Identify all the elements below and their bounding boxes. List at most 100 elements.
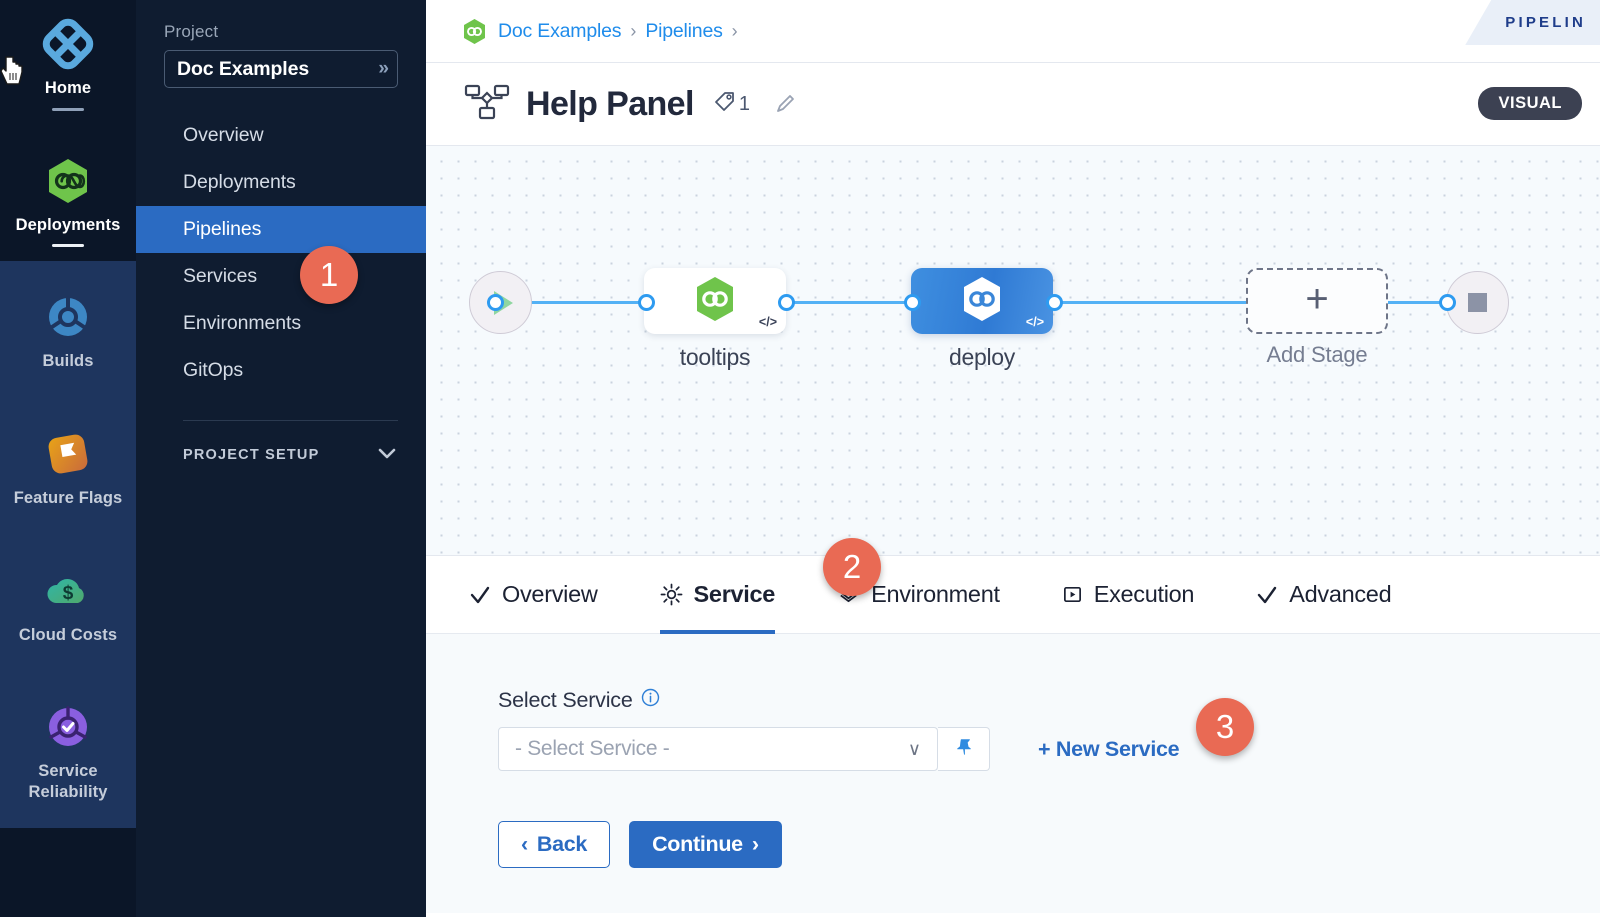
info-icon[interactable] xyxy=(641,688,660,713)
deployments-module-icon xyxy=(42,155,94,207)
rail-item-label: Home xyxy=(44,79,92,97)
breadcrumb-separator-trailing: › xyxy=(731,20,738,41)
tag-count: 1 xyxy=(738,92,750,115)
pipeline-canvas[interactable]: </> tooltips </> deploy + xyxy=(426,146,1600,556)
port-tooltips-in[interactable] xyxy=(638,294,655,311)
form-actions: ‹ Back Continue › xyxy=(498,821,1600,868)
rail-item-home[interactable]: Home xyxy=(0,0,136,125)
rail-item-label: Service Reliability xyxy=(28,762,108,801)
rail-item-deployments[interactable]: Deployments xyxy=(0,124,136,262)
edge-deploy-to-addstage xyxy=(1046,301,1251,304)
page-title: Help Panel xyxy=(526,84,694,123)
tab-label: Execution xyxy=(1093,581,1195,607)
new-service-link[interactable]: + New Service xyxy=(1038,736,1180,761)
ribbon-text: PIPELIN xyxy=(1505,14,1586,31)
feature-flags-icon xyxy=(42,428,94,480)
edge-start-to-tooltips xyxy=(504,301,684,304)
pin-runtime-input-button[interactable] xyxy=(938,727,990,771)
port-start-out[interactable] xyxy=(487,294,504,311)
port-deploy-in[interactable] xyxy=(904,294,921,311)
rail-item-label: Deployments xyxy=(15,215,121,234)
port-tooltips-out[interactable] xyxy=(778,294,795,311)
port-end-in[interactable] xyxy=(1439,294,1456,311)
continue-button[interactable]: Continue › xyxy=(629,821,782,868)
port-deploy-out[interactable] xyxy=(1046,294,1063,311)
edge-tooltips-to-deploy xyxy=(774,301,954,304)
tab-label: Overview xyxy=(502,581,598,607)
chevron-right-icon: › xyxy=(751,832,759,856)
sidebar-item-deployments[interactable]: Deployments xyxy=(136,159,426,206)
nav-label: GitOps xyxy=(183,359,244,381)
tag-icon xyxy=(713,90,739,119)
rail-item-builds[interactable]: Builds xyxy=(0,261,136,398)
service-reliability-icon xyxy=(42,701,94,753)
select-service-input[interactable]: - Select Service - ∨ xyxy=(498,727,938,771)
project-nav: Project Doc Examples » Overview Deployme… xyxy=(136,0,426,917)
main-content: Doc Examples › Pipelines › PIPELIN Help … xyxy=(426,0,1600,917)
callout-number: 2 xyxy=(842,548,862,585)
add-stage-label: Add Stage xyxy=(1266,342,1368,367)
stage-node-tooltips[interactable]: </> xyxy=(644,268,786,334)
rail-item-feature-flags[interactable]: Feature Flags xyxy=(0,397,136,535)
tab-environment[interactable]: Environment xyxy=(837,556,1000,634)
sidebar-item-gitops[interactable]: GitOps xyxy=(136,347,426,394)
visual-mode-badge[interactable]: VISUAL xyxy=(1478,87,1582,120)
field-label-text: Select Service xyxy=(498,688,633,712)
edit-pencil-icon[interactable] xyxy=(774,93,796,115)
project-name: Doc Examples xyxy=(177,57,310,80)
tab-label: Environment xyxy=(871,581,1000,607)
stage-label-tooltips: tooltips xyxy=(679,344,751,370)
nav-label: Overview xyxy=(183,124,264,146)
stage-node-deploy[interactable]: </> xyxy=(911,268,1053,334)
select-service-row: - Select Service - ∨ + New Service xyxy=(498,727,1600,771)
project-setup-section[interactable]: PROJECT SETUP xyxy=(136,447,426,463)
rail-item-cloud-costs[interactable]: $ Cloud Costs xyxy=(0,534,136,672)
breadcrumb-link-doc-examples[interactable]: Doc Examples xyxy=(498,19,622,42)
nav-label: Environments xyxy=(183,312,302,334)
rail-active-underline xyxy=(52,244,84,248)
harness-hex-icon xyxy=(462,18,498,45)
continue-button-label: Continue xyxy=(652,832,743,856)
nav-label: Deployments xyxy=(183,171,296,193)
sidebar-item-environments[interactable]: Environments xyxy=(136,300,426,347)
tab-service[interactable]: Service xyxy=(659,556,776,634)
project-section-label: Project xyxy=(164,22,219,41)
tab-label: Advanced xyxy=(1289,581,1392,607)
nav-label: Pipelines xyxy=(183,218,262,240)
breadcrumb-separator: › xyxy=(630,20,637,41)
callout-badge-1: 1 xyxy=(300,246,358,304)
builds-module-icon xyxy=(42,291,94,343)
check-icon xyxy=(1256,584,1278,606)
breadcrumb-link-pipelines[interactable]: Pipelines xyxy=(645,19,723,42)
rail-item-label: Feature Flags xyxy=(13,488,123,507)
rail-item-service-reliability[interactable]: Service Reliability xyxy=(0,671,136,829)
sidebar-item-pipelines[interactable]: Pipelines xyxy=(136,206,426,253)
tab-label: Service xyxy=(693,581,776,607)
tab-overview[interactable]: Overview xyxy=(469,556,598,634)
rail-item-label: Cloud Costs xyxy=(18,625,118,644)
breadcrumb: Doc Examples › Pipelines › PIPELIN xyxy=(426,0,1600,63)
edge-addstage-to-end xyxy=(1386,301,1456,304)
sidebar-item-services[interactable]: Services xyxy=(136,253,426,300)
tag-count-badge[interactable]: 1 xyxy=(713,90,750,119)
tab-execution[interactable]: Execution xyxy=(1062,556,1195,634)
service-form: Select Service - Select Service - ∨ xyxy=(426,634,1600,913)
sidebar-item-overview[interactable]: Overview xyxy=(136,112,426,159)
chevron-down-icon: ∨ xyxy=(907,738,921,759)
callout-badge-2: 2 xyxy=(823,538,881,596)
add-stage-button[interactable]: + xyxy=(1246,268,1388,334)
plus-icon: + xyxy=(1305,277,1329,321)
gear-icon xyxy=(660,583,683,606)
svg-text:$: $ xyxy=(63,583,74,604)
tab-advanced[interactable]: Advanced xyxy=(1256,556,1392,634)
project-selector[interactable]: Doc Examples » xyxy=(164,50,398,88)
back-button[interactable]: ‹ Back xyxy=(498,821,611,868)
select-service-label: Select Service xyxy=(498,688,1600,713)
chevron-down-icon xyxy=(378,447,396,463)
play-box-icon xyxy=(1062,584,1083,605)
stop-icon xyxy=(1468,293,1487,312)
pipeline-graph-icon xyxy=(464,84,526,125)
code-glyph-icon: </> xyxy=(1025,315,1044,329)
callout-number: 3 xyxy=(1215,708,1235,745)
